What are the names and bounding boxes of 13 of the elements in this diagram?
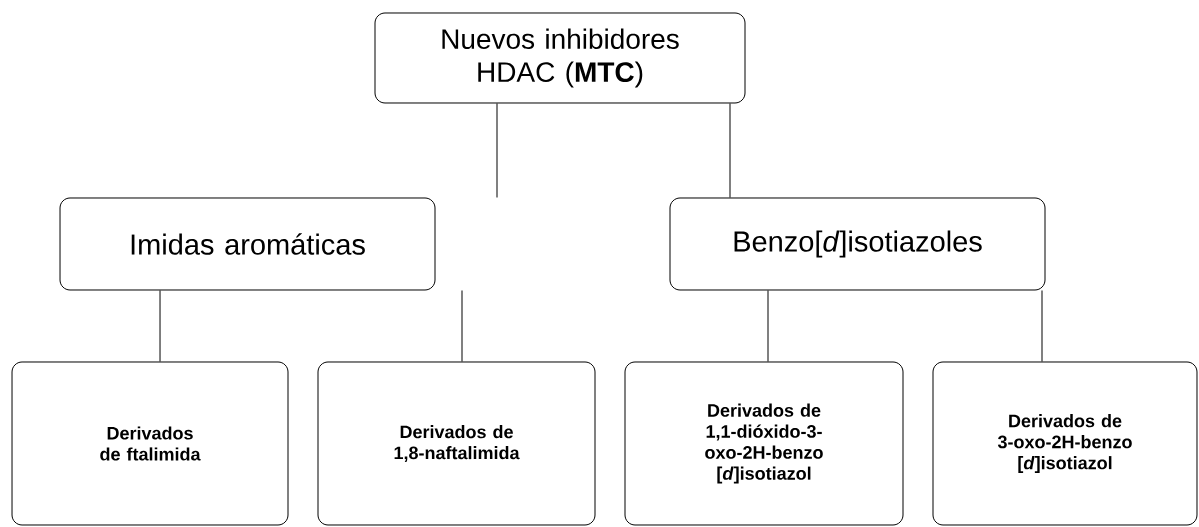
- connector-line: [729, 103, 731, 198]
- connector-line: [1041, 290, 1043, 362]
- category-box: Imidas aromáticas: [59, 197, 436, 291]
- leaf-box: Derivados de ftalimida: [11, 361, 289, 526]
- category-box: Benzo[d]isotiazoles: [669, 197, 1046, 291]
- root-box: Nuevos inhibidores HDAC (MTC): [374, 12, 746, 104]
- connector-line: [496, 103, 498, 198]
- leaf-box: Derivados de 1,1-dióxido-3-oxo-2H-benzo [d]isotiazol: [624, 361, 904, 526]
- leaf-box: Derivados de 1,8-naftalimida: [317, 361, 596, 526]
- connector-line: [461, 290, 463, 362]
- connector-line: [767, 290, 769, 362]
- leaf-box: Derivados de 3-oxo-2H-benzo [d]isotiazol: [932, 361, 1198, 526]
- connector-line: [159, 290, 161, 362]
